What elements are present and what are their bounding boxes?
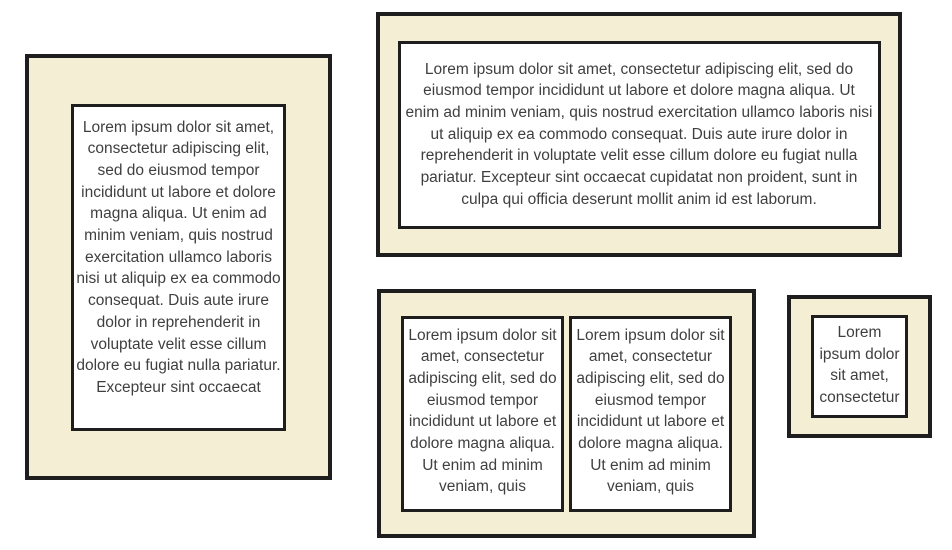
text-card-small: Lorem ipsum dolor sit amet, consectetur xyxy=(811,315,908,418)
mat-panel-tall: Lorem ipsum dolor sit amet, consectetur … xyxy=(25,54,332,480)
lorem-text-small: Lorem ipsum dolor sit amet, consectetur xyxy=(819,324,900,407)
mat-panel-small: Lorem ipsum dolor sit amet, consectetur xyxy=(787,295,932,438)
lorem-text-column-right: Lorem ipsum dolor sit amet, consectetur … xyxy=(576,326,725,496)
text-card-column-right: Lorem ipsum dolor sit amet, consectetur … xyxy=(569,315,732,512)
lorem-text-column-left: Lorem ipsum dolor sit amet, consectetur … xyxy=(408,326,557,496)
mat-panel-wide: Lorem ipsum dolor sit amet, consectetur … xyxy=(376,12,902,257)
lorem-text-tall: Lorem ipsum dolor sit amet, consectetur … xyxy=(76,118,281,396)
mat-panel-two-columns: Lorem ipsum dolor sit amet, consectetur … xyxy=(377,289,756,538)
text-card-column-left: Lorem ipsum dolor sit amet, consectetur … xyxy=(401,315,564,512)
text-card-tall: Lorem ipsum dolor sit amet, consectetur … xyxy=(71,103,286,431)
lorem-text-wide: Lorem ipsum dolor sit amet, consectetur … xyxy=(405,60,873,208)
text-card-wide: Lorem ipsum dolor sit amet, consectetur … xyxy=(397,40,881,229)
